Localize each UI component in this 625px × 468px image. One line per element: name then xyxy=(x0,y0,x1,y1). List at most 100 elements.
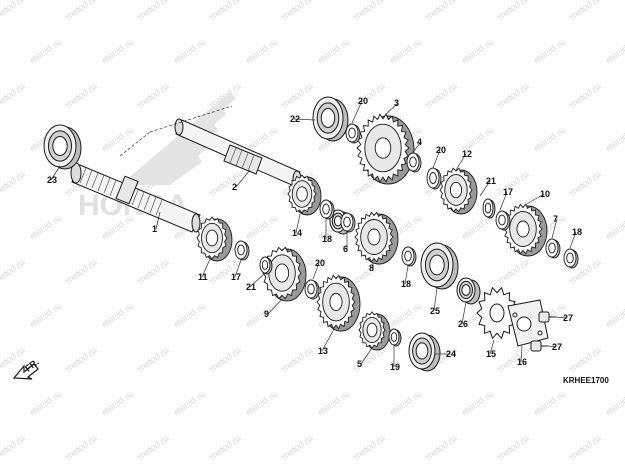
thrust-washer xyxy=(426,167,442,190)
gear-13 xyxy=(316,274,361,332)
sprocket-plate xyxy=(507,299,549,347)
watermark-text: motod.ru xyxy=(208,433,243,462)
part-number-label: 7 xyxy=(553,214,558,224)
part-number-label: 13 xyxy=(318,346,328,356)
watermark-text: motod.ru xyxy=(100,37,135,66)
part-number-label: 17 xyxy=(503,187,513,197)
watermark-text: motod.ru xyxy=(64,345,99,374)
part-number-label: 25 xyxy=(430,306,440,316)
part-number-label: 22 xyxy=(290,114,300,124)
watermark-text: motod.ru xyxy=(388,301,423,330)
gear-10 xyxy=(503,203,548,257)
watermark-text: motod.ru xyxy=(0,81,27,110)
thrust-washer xyxy=(304,279,320,300)
watermark-text: motod.ru xyxy=(64,433,99,462)
part-number-label: 27 xyxy=(563,313,573,323)
part-number-label: 26 xyxy=(458,319,468,329)
thrust-washer xyxy=(345,123,361,144)
callout-leader xyxy=(461,301,467,325)
watermark-text: motod.ru xyxy=(316,389,351,418)
part-number-label: 11 xyxy=(198,272,208,282)
part-number-label: 10 xyxy=(540,189,550,199)
watermark-text: motod.ru xyxy=(244,301,279,330)
gears xyxy=(196,113,548,351)
callout-leader xyxy=(555,316,568,319)
watermark-text: motod.ru xyxy=(388,37,423,66)
callout-leader xyxy=(267,298,283,315)
callout-leader xyxy=(412,141,422,153)
callout-leader xyxy=(479,180,491,197)
watermark-text: motod.ru xyxy=(28,37,63,66)
watermark-text: motod.ru xyxy=(208,345,243,374)
ball-bearing xyxy=(312,96,349,142)
watermark-text: motod.ru xyxy=(352,0,387,22)
watermark-text: motod.ru xyxy=(424,81,459,110)
callout-leader xyxy=(155,211,161,230)
watermark-text: motod.ru xyxy=(388,389,423,418)
watermark-text: motod.ru xyxy=(496,81,531,110)
watermark-text: motod.ru xyxy=(352,81,387,110)
thrust-washer xyxy=(495,210,511,231)
part-number-label: 27 xyxy=(552,342,562,352)
watermark-text: motod.ru xyxy=(0,0,27,22)
part-number-label: 18 xyxy=(572,227,582,237)
thrust-washer xyxy=(545,238,561,259)
callout-leader xyxy=(547,345,557,348)
thrust-washer xyxy=(482,198,496,219)
watermark-text: motod.ru xyxy=(496,433,531,462)
thrust-washer xyxy=(319,199,335,220)
callout-leader xyxy=(234,259,242,278)
thrust-washer xyxy=(259,256,273,275)
drive-sprocket xyxy=(476,286,518,340)
watermark-text: motod.ru xyxy=(316,37,351,66)
watermark-text: motod.ru xyxy=(568,345,603,374)
bearings xyxy=(43,96,481,372)
callout-leader xyxy=(249,272,266,288)
mainshaft xyxy=(70,162,201,233)
part-number-label: 16 xyxy=(517,357,527,367)
watermark-text: motod.ru xyxy=(604,37,625,66)
watermark-text: motod.ru xyxy=(64,81,99,110)
watermark-text: motod.ru xyxy=(496,257,531,286)
part-number-label: 21 xyxy=(486,176,496,186)
watermark-text: motod.ru xyxy=(136,345,171,374)
callout-leader xyxy=(201,258,211,278)
watermark-text: motod.ru xyxy=(0,433,27,462)
part-number-label: 20 xyxy=(315,258,325,268)
watermark-text: motod.ru xyxy=(0,257,27,286)
watermark-text: motod.ru xyxy=(64,257,99,286)
part-number-label: 6 xyxy=(343,244,348,254)
thrust-washer xyxy=(406,152,422,173)
part-number-label: 8 xyxy=(369,263,374,273)
watermark-text: motod.ru xyxy=(100,125,135,154)
gear-14 xyxy=(287,174,322,216)
figure-code: KRHEE1700 xyxy=(563,376,609,385)
part-number-label: 3 xyxy=(394,98,399,108)
watermark-text: motod.ru xyxy=(136,433,171,462)
callout-leader xyxy=(293,118,316,121)
part-number-label: 17 xyxy=(231,272,241,282)
watermark-text: motod.ru xyxy=(460,389,495,418)
watermark-text: motod.ru xyxy=(532,37,567,66)
part-number-label: 12 xyxy=(462,149,472,159)
watermark-text: motod.ru xyxy=(100,389,135,418)
watermark-text: motod.ru xyxy=(172,389,207,418)
part-number-label: 24 xyxy=(446,349,456,359)
watermark-text: motod.ru xyxy=(424,0,459,22)
callout-leader xyxy=(351,100,363,124)
callout-leader xyxy=(433,287,438,312)
callout-leader xyxy=(384,102,399,116)
front-direction-arrow: FR. xyxy=(12,357,41,380)
part-number-label: 5 xyxy=(357,359,362,369)
watermark-text: motod.ru xyxy=(604,389,625,418)
ball-bearing xyxy=(456,277,481,305)
part-number-label: 20 xyxy=(358,96,368,106)
gear-3 xyxy=(356,113,415,185)
watermark-text: motod.ru xyxy=(28,389,63,418)
part-number-label: 21 xyxy=(246,282,256,292)
gear-5 xyxy=(358,311,391,351)
leader-lines xyxy=(119,105,233,157)
watermark-text: motod.ru xyxy=(244,389,279,418)
gear-12 xyxy=(439,167,478,215)
